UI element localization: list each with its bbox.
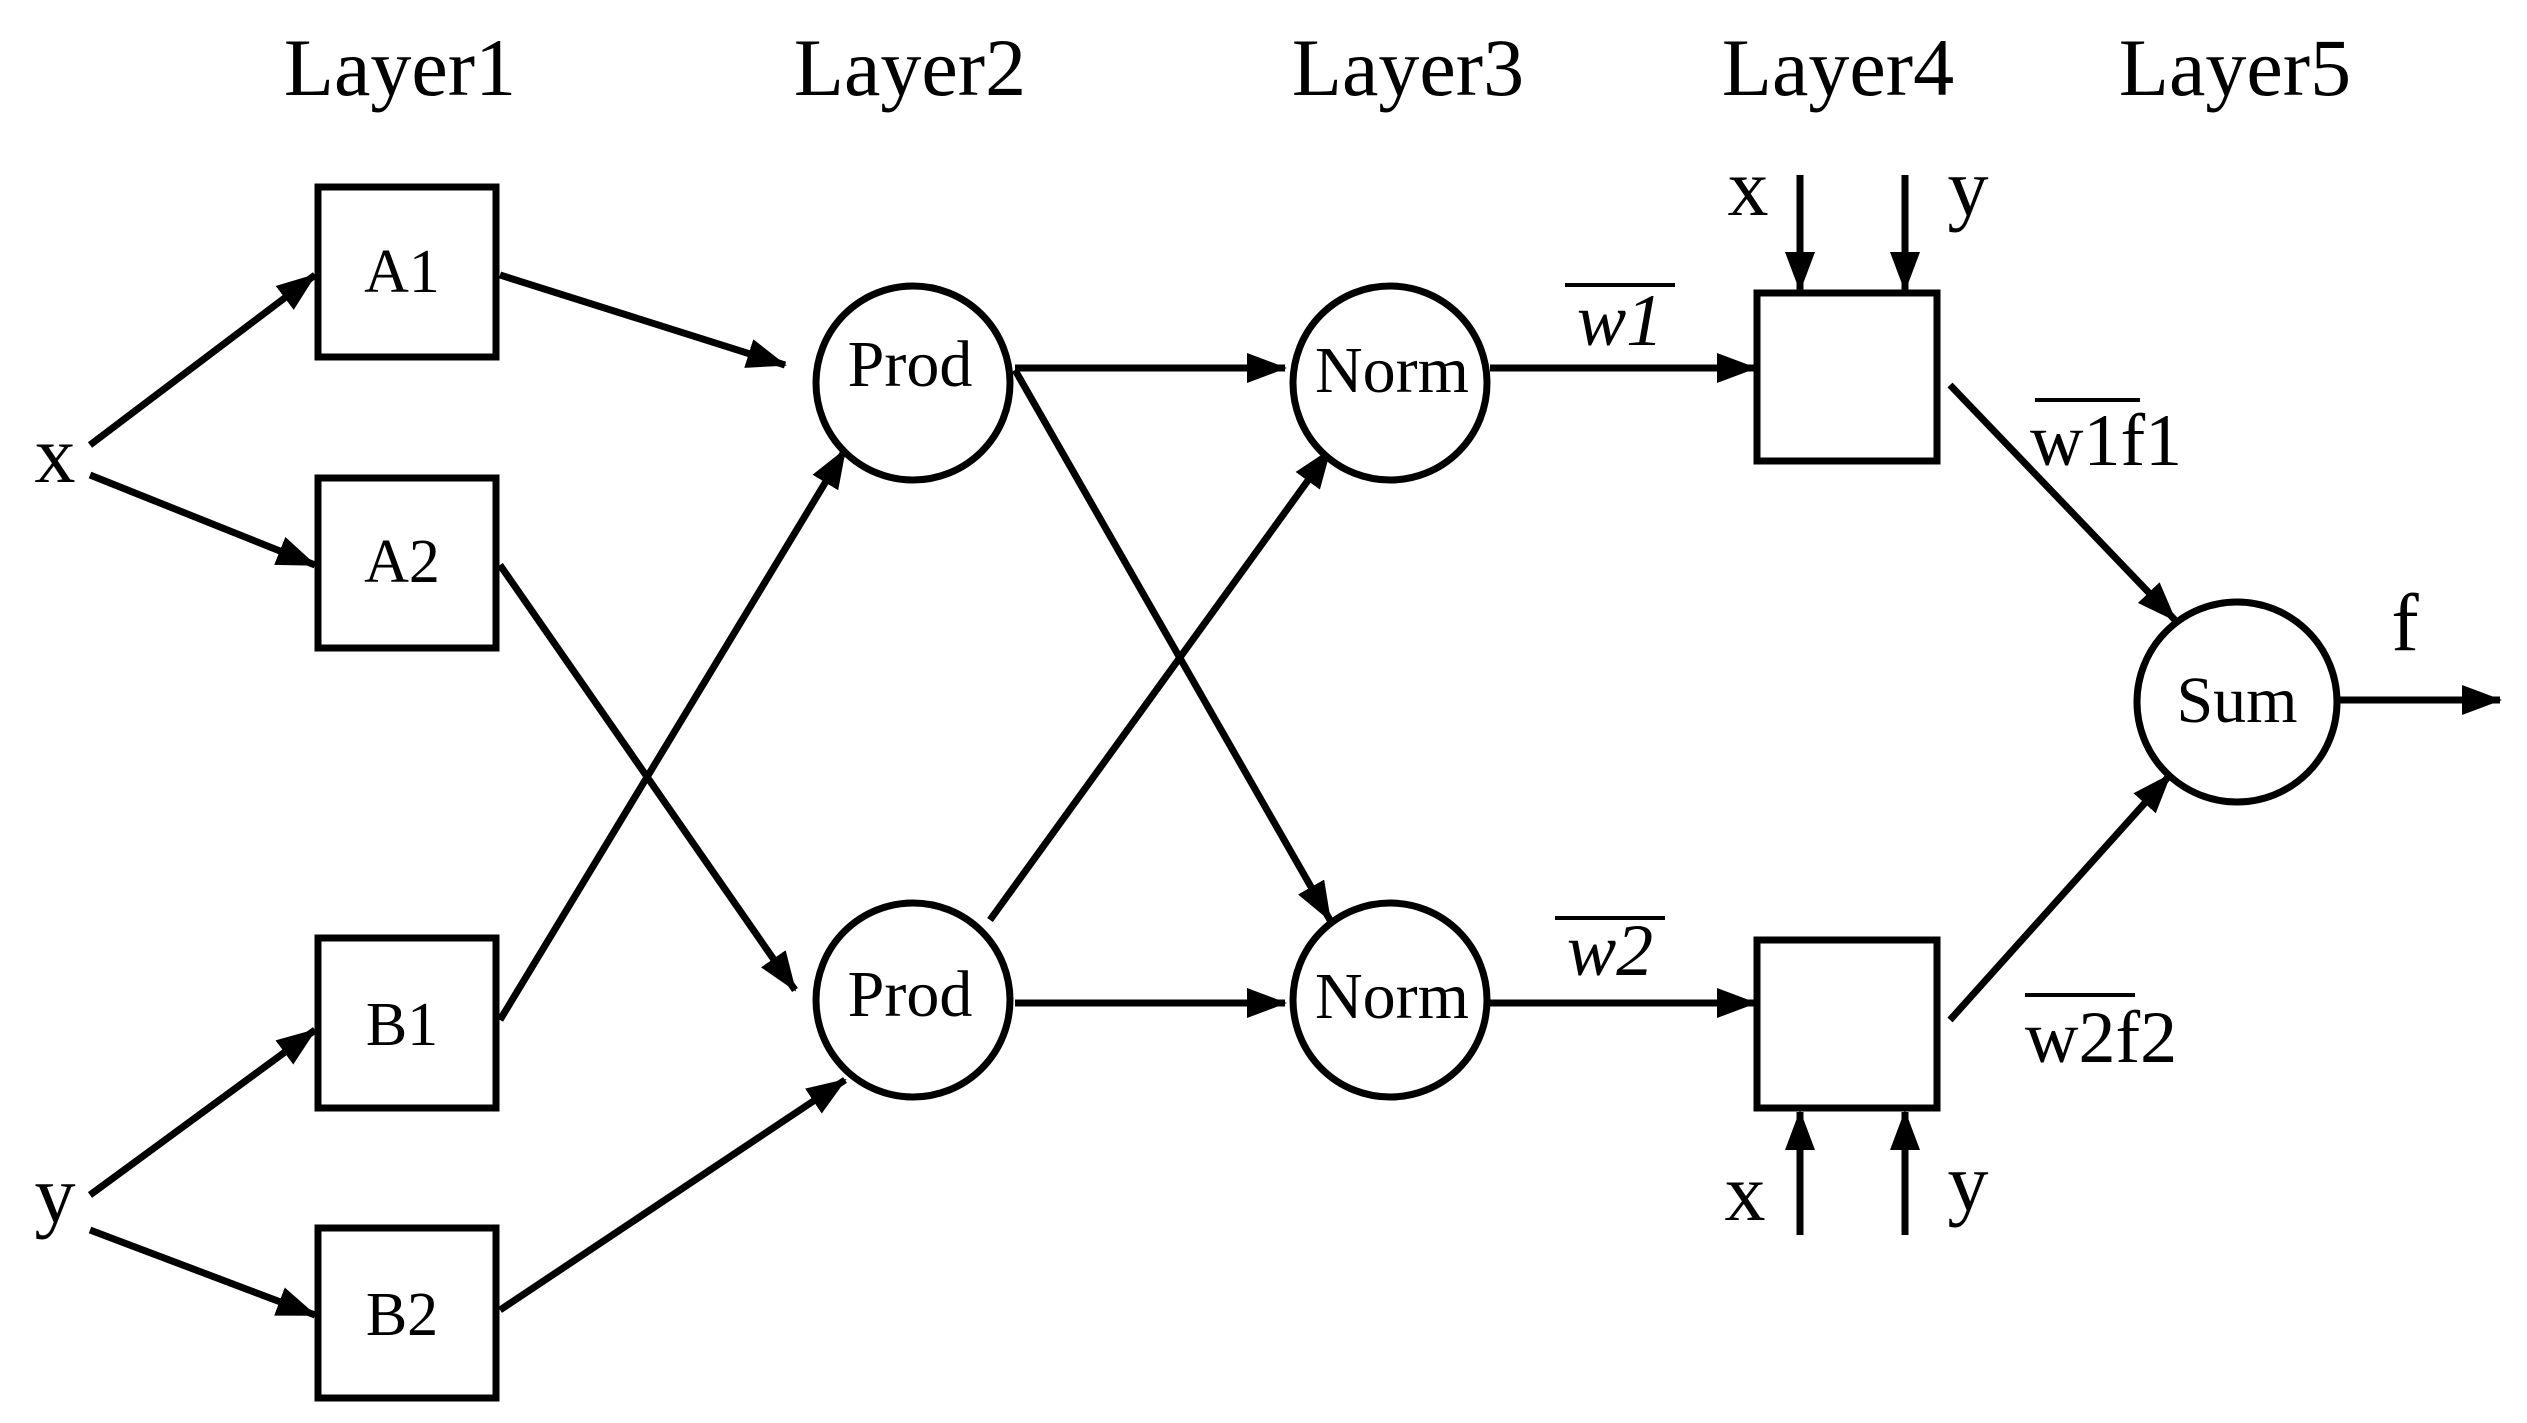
w2f2-suffix: f2 bbox=[2115, 997, 2177, 1079]
edge-a1-prod1 bbox=[498, 271, 787, 369]
node-prod1-label: Prod bbox=[848, 328, 973, 401]
layer5-title: Layer5 bbox=[2119, 22, 2351, 113]
input-y-label: y bbox=[35, 1149, 76, 1240]
node-sum-circle bbox=[2133, 598, 2341, 806]
edge-y-b1 bbox=[87, 1027, 318, 1198]
edge-l4bottom-sum bbox=[1947, 772, 2173, 1023]
w1f1-bar-part: w1 bbox=[2030, 400, 2120, 482]
edge-y-b2 bbox=[88, 1226, 317, 1319]
edge-b1-prod1 bbox=[497, 448, 848, 1022]
node-prod1-circle bbox=[812, 282, 1014, 484]
node-a2-label: A2 bbox=[364, 528, 440, 596]
node-norm2-circle bbox=[1289, 899, 1491, 1101]
node-a2-box bbox=[314, 474, 500, 652]
node-l4bottom-box bbox=[1753, 936, 1941, 1112]
edge-x-a2 bbox=[88, 471, 317, 569]
layer1-title: Layer1 bbox=[284, 22, 516, 113]
l4top-x-label: x bbox=[1728, 142, 1769, 233]
edge-l4top-sum bbox=[1947, 382, 2178, 623]
l4top-y-label: y bbox=[1948, 142, 1989, 233]
w1-bar-label: w1 bbox=[1577, 280, 1663, 362]
w2-bar-label: w2 bbox=[1567, 910, 1653, 992]
node-b2-box bbox=[314, 1224, 500, 1402]
edge-prod1-norm2 bbox=[1011, 368, 1334, 922]
node-norm1-label: Norm bbox=[1315, 334, 1469, 407]
edge-b2-prod2 bbox=[498, 1077, 847, 1313]
layer3-title: Layer3 bbox=[1292, 22, 1524, 113]
l4bottom-x-label: x bbox=[1725, 1147, 1766, 1238]
w1f1-label: w1f1 bbox=[2030, 400, 2182, 482]
node-norm2-label: Norm bbox=[1315, 960, 1469, 1033]
node-a1-label: A1 bbox=[364, 238, 440, 306]
node-a1-box bbox=[314, 183, 500, 361]
node-prod2-circle bbox=[812, 899, 1014, 1101]
input-x-label: x bbox=[35, 409, 76, 500]
node-sum-label: Sum bbox=[2176, 664, 2297, 737]
w2f2-bar-part: w2 bbox=[2025, 997, 2115, 1079]
edge-prod2-norm1 bbox=[987, 447, 1333, 923]
l4bottom-y-label: y bbox=[1948, 1137, 1989, 1228]
node-l4top-box bbox=[1753, 289, 1941, 465]
node-prod2-label: Prod bbox=[848, 958, 973, 1031]
node-b1-label: B1 bbox=[366, 991, 438, 1059]
layer2-title: Layer2 bbox=[794, 22, 1026, 113]
node-b2-label: B2 bbox=[366, 1281, 438, 1349]
node-norm1-circle bbox=[1289, 282, 1491, 484]
w2f2-label: w2f2 bbox=[2025, 997, 2177, 1079]
w1f1-suffix: f1 bbox=[2120, 400, 2182, 482]
output-f-label: f bbox=[2391, 577, 2419, 668]
layer4-title: Layer4 bbox=[1722, 22, 1954, 113]
node-b1-box bbox=[314, 934, 500, 1112]
edge-x-a1 bbox=[87, 272, 318, 448]
